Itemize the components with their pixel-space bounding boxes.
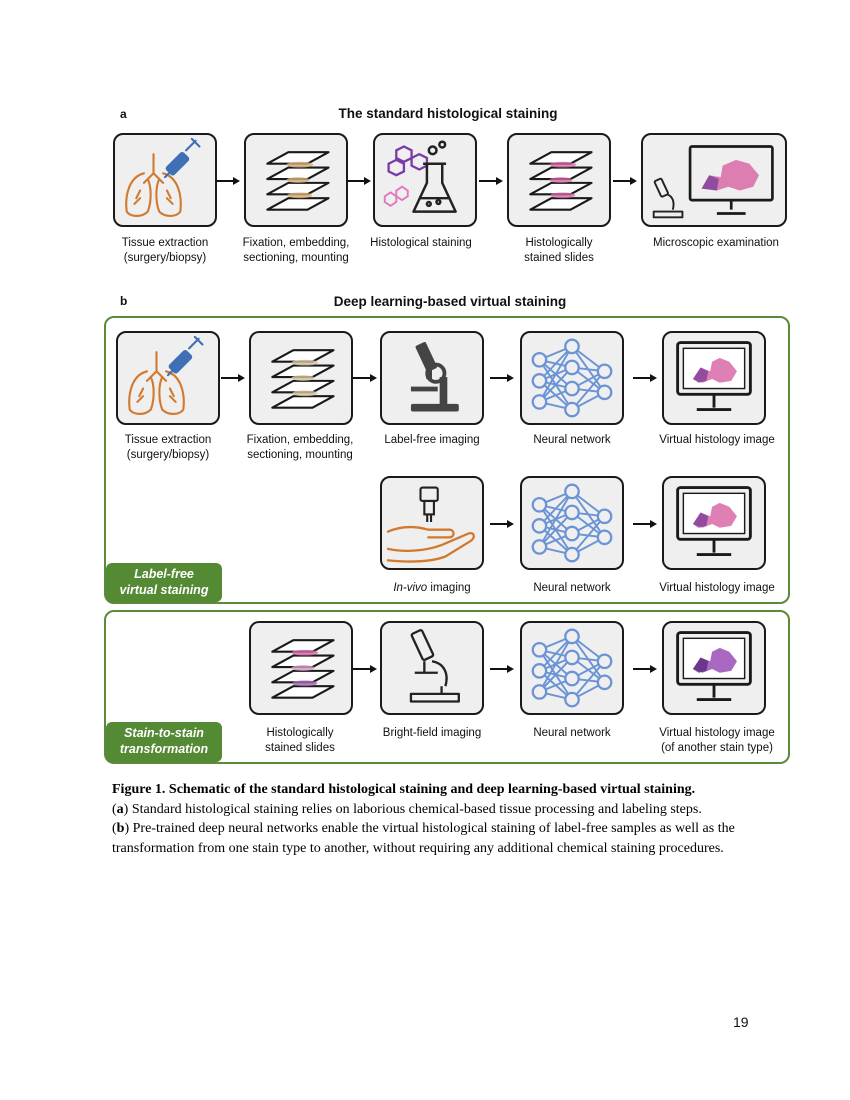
step-caption: Virtual histology image(of another stain… bbox=[659, 727, 775, 754]
stain-to-stain-group bbox=[104, 610, 790, 764]
monitor-icon bbox=[662, 331, 766, 425]
stained-slides-icon bbox=[249, 621, 353, 715]
caption-b: (b) Pre-trained deep neural networks ena… bbox=[112, 821, 735, 856]
neural-network-icon bbox=[520, 476, 624, 570]
step-caption: Neural network bbox=[533, 727, 611, 739]
bright-field-microscope-icon bbox=[380, 621, 484, 715]
arrow-icon bbox=[216, 177, 240, 185]
panel-a-title: The standard histological staining bbox=[338, 106, 558, 121]
panel-a-letter: a bbox=[120, 107, 127, 121]
arrow-icon bbox=[633, 374, 657, 382]
step-caption: Tissue extraction(surgery/biopsy) bbox=[124, 434, 212, 461]
step-caption: Virtual histology image bbox=[659, 582, 775, 594]
step-caption: Tissue extraction(surgery/biopsy) bbox=[121, 237, 209, 264]
figure-caption: Figure 1. Schematic of the standard hist… bbox=[112, 780, 752, 858]
arrow-icon bbox=[613, 177, 637, 185]
lung-syringe-icon bbox=[116, 331, 220, 425]
arrow-icon bbox=[353, 665, 377, 673]
panel-b-letter: b bbox=[120, 294, 128, 308]
arrow-icon bbox=[353, 374, 377, 382]
stained-slides-icon bbox=[507, 133, 611, 227]
tissue-slides-icon bbox=[244, 133, 348, 227]
chemical-flask-icon bbox=[373, 133, 477, 227]
step-caption: Label-free imaging bbox=[384, 434, 480, 446]
step-caption: Virtual histology image bbox=[659, 434, 775, 446]
step-caption: Neural network bbox=[533, 582, 611, 594]
step-caption: Fixation, embedding,sectioning, mounting bbox=[246, 434, 354, 461]
microscope-icon bbox=[380, 331, 484, 425]
microscope-monitor-icon bbox=[641, 133, 787, 227]
label-free-group bbox=[104, 316, 790, 604]
figure-title: Figure 1. Schematic of the standard hist… bbox=[112, 782, 696, 797]
neural-network-icon bbox=[520, 331, 624, 425]
step-caption: Microscopic examination bbox=[653, 237, 779, 249]
step-caption: Histological staining bbox=[370, 237, 472, 249]
caption-a: (a) Standard histological staining relie… bbox=[112, 801, 702, 817]
lung-syringe-icon bbox=[113, 133, 217, 227]
step-caption: Neural network bbox=[533, 434, 611, 446]
step-caption: Bright-field imaging bbox=[382, 727, 482, 739]
monitor-icon bbox=[662, 476, 766, 570]
arrow-icon bbox=[221, 374, 245, 382]
arrow-icon bbox=[490, 520, 514, 528]
in-vivo-probe-icon bbox=[380, 476, 484, 570]
panel-b-title: Deep learning-based virtual staining bbox=[333, 294, 567, 309]
neural-network-icon bbox=[520, 621, 624, 715]
arrow-icon bbox=[633, 520, 657, 528]
arrow-icon bbox=[633, 665, 657, 673]
page-number: 19 bbox=[733, 1014, 749, 1030]
arrow-icon bbox=[479, 177, 503, 185]
step-caption: In-vivo imaging bbox=[393, 582, 471, 594]
tissue-slides-icon bbox=[249, 331, 353, 425]
arrow-icon bbox=[490, 665, 514, 673]
arrow-icon bbox=[347, 177, 371, 185]
arrow-icon bbox=[490, 374, 514, 382]
monitor-icon bbox=[662, 621, 766, 715]
step-caption: Fixation, embedding,sectioning, mounting bbox=[242, 237, 350, 264]
